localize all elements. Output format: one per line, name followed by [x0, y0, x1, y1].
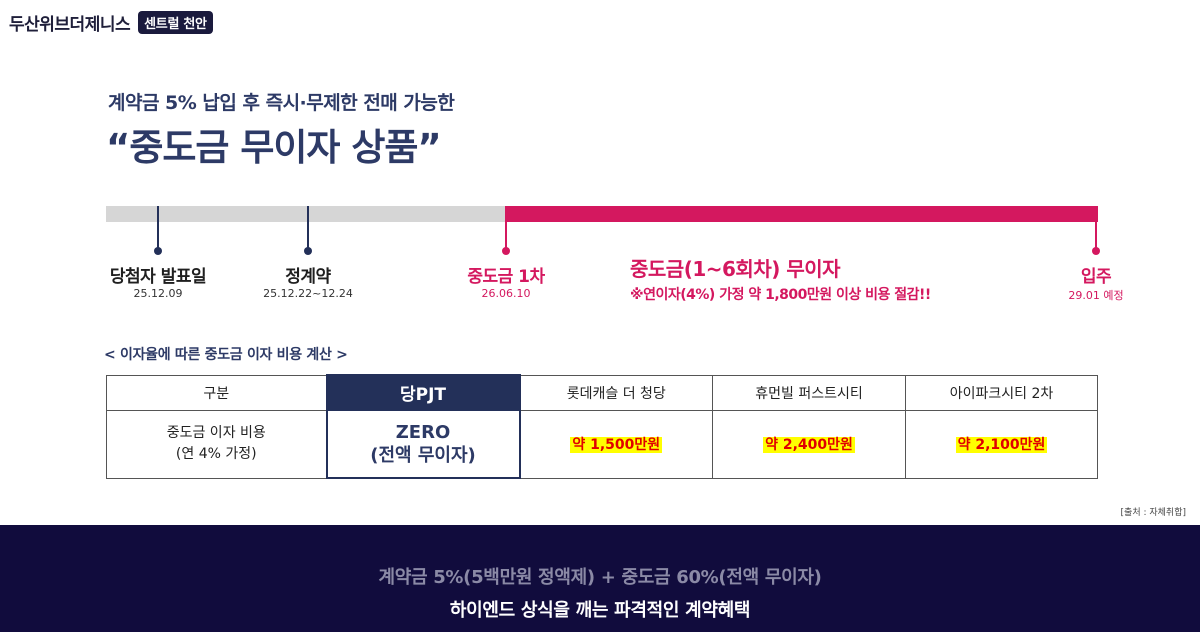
footer-tagline: 하이엔드 상식을 깨는 파격적인 계약혜택	[449, 600, 751, 621]
brand-name: 두산위브더제니스	[9, 15, 131, 35]
interest-free-period-title: 중도금(1~6회차) 무이자	[630, 257, 841, 281]
header-cell-competitor: 롯데캐슬 더 청당	[519, 374, 713, 411]
row-label-line: (연 4% 가정)	[175, 446, 257, 462]
our-project-cost-cell: ZERO (전액 무이자)	[325, 409, 521, 479]
milestone-date: 25.12.09	[133, 287, 183, 300]
milestone-marker-line	[307, 206, 309, 250]
milestone-date: 25.12.22~12.24	[263, 287, 353, 300]
milestone-label: 입주	[1080, 267, 1112, 287]
milestone-marker-dot	[304, 247, 312, 255]
competitor-cost-cell: 약 2,400만원	[712, 409, 906, 479]
row-label-cell: 중도금 이자 비용 (연 4% 가정)	[106, 409, 327, 479]
cost-value: 약 1,500만원	[570, 437, 663, 453]
milestone-marker-dot	[154, 247, 162, 255]
timeline-past-segment	[106, 206, 506, 222]
cost-value: 약 2,400만원	[763, 437, 855, 453]
zero-cost-value: ZERO	[395, 421, 451, 443]
milestone-marker-dot	[1092, 247, 1100, 255]
timeline-bar	[106, 206, 1098, 222]
header-cell-competitor: 휴먼빌 퍼스트시티	[712, 374, 906, 411]
footer-terms: 계약금 5%(5백만원 정액제) + 중도금 60%(전액 무이자)	[378, 567, 822, 588]
table-caption: < 이자율에 따른 중도금 이자 비용 계산 >	[104, 347, 348, 363]
timeline-interest-free-segment	[506, 206, 1098, 222]
milestone-marker-line	[1095, 206, 1097, 250]
interest-comparison-table: 구분 당PJT 롯데캐슬 더 청당 휴먼빌 퍼스트시티 아이파크시티 2차 중도…	[106, 374, 1098, 479]
milestone-label: 정계약	[285, 267, 331, 287]
cost-value: 약 2,100만원	[955, 437, 1048, 453]
interest-free-period-note: ※연이자(4%) 가정 약 1,800만원 이상 비용 절감!!	[630, 287, 931, 303]
header-cell-competitor: 아이파크시티 2차	[905, 374, 1098, 411]
row-label-line: 중도금 이자 비용	[166, 425, 266, 441]
milestone-label: 당첨자 발표일	[109, 267, 207, 287]
hero-subtitle: 계약금 5% 납입 후 즉시·무제한 전매 가능한	[108, 92, 455, 114]
milestone-marker-line	[157, 206, 159, 250]
milestone-marker-line	[505, 206, 507, 250]
milestone-date: 26.06.10	[481, 287, 531, 300]
zero-cost-note: (전액 무이자)	[370, 445, 476, 466]
hero-headline: “중도금 무이자 상품”	[106, 126, 442, 169]
milestone-date: 29.01 예정	[1068, 289, 1124, 302]
brand-header: 두산위브더제니스 센트럴 천안	[9, 10, 213, 35]
table-row: 중도금 이자 비용 (연 4% 가정) ZERO (전액 무이자) 약 1,50…	[106, 409, 1098, 479]
milestone-label: 중도금 1차	[467, 267, 545, 287]
header-cell-category: 구분	[106, 374, 327, 411]
table-header-row: 구분 당PJT 롯데캐슬 더 청당 휴먼빌 퍼스트시티 아이파크시티 2차	[106, 374, 1098, 411]
brand-badge: 센트럴 천안	[138, 11, 213, 34]
source-note: [출처 : 자체취합]	[1120, 508, 1186, 518]
header-cell-our-project: 당PJT	[325, 374, 521, 411]
milestone-marker-dot	[502, 247, 510, 255]
competitor-cost-cell: 약 1,500만원	[519, 409, 713, 479]
footer-banner: 계약금 5%(5백만원 정액제) + 중도금 60%(전액 무이자) 하이엔드 …	[0, 525, 1200, 632]
competitor-cost-cell: 약 2,100만원	[905, 409, 1098, 479]
